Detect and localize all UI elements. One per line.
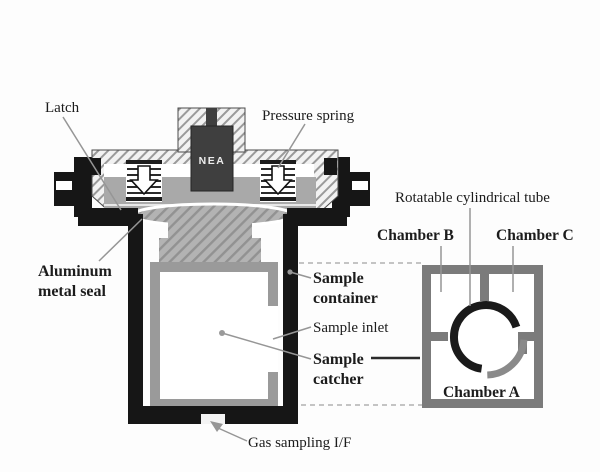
sample-inlet-leader — [272, 326, 312, 340]
catcher-section-view — [422, 265, 543, 408]
right-container-wall — [283, 214, 298, 410]
sample-catcher-label-line1: Sample — [313, 351, 364, 368]
sample-container-label-line2: container — [313, 290, 378, 307]
rotatable-tube-black-arc — [449, 301, 521, 373]
chamber-wall-right — [518, 332, 543, 341]
pressure-spring-label: Pressure spring — [262, 108, 355, 124]
chamber-c-label: Chamber C — [496, 227, 574, 244]
sample-inlet-slot — [266, 306, 278, 372]
sample-container-label-line1: Sample — [313, 270, 364, 287]
spring-bottom-bar — [260, 197, 296, 201]
right-latch-bolt-gap — [352, 181, 368, 190]
sample-catcher-label-line2: catcher — [313, 371, 364, 388]
chamber-a-label: Chamber A — [443, 384, 521, 401]
sample-catcher-leader-dot — [219, 330, 225, 336]
left-latch-bar — [74, 157, 92, 217]
gas-sampling-port — [201, 414, 225, 424]
spring-top-bar — [126, 160, 162, 164]
pressure-spring-leader — [277, 123, 306, 169]
container-body — [78, 208, 347, 424]
left-container-wall — [128, 214, 143, 410]
spring-top-bar — [260, 160, 296, 164]
left-pressure-spring — [126, 160, 162, 202]
gas-sampling-label: Gas sampling I/F — [248, 435, 351, 451]
aluminum-seal-leader — [98, 218, 143, 262]
leader-lines — [62, 116, 514, 442]
nea-label: NEA — [199, 155, 226, 167]
aluminum-seal-label-line1: Aluminum — [38, 263, 112, 280]
rotatable-tube-label: Rotatable cylindrical tube — [395, 190, 550, 206]
left-shoulder — [78, 208, 138, 226]
spring-bottom-bar — [126, 197, 162, 201]
sample-catcher-interior — [160, 272, 268, 399]
right-latch-hook — [324, 158, 337, 175]
spring-force-arrow — [129, 165, 159, 196]
gas-sampling-leader — [217, 427, 248, 442]
latch-leader — [62, 116, 122, 211]
left-latch-bolt-gap — [56, 181, 72, 190]
section-dashed-links — [299, 262, 422, 406]
aluminum-seal-label-line2: metal seal — [38, 283, 107, 300]
right-pressure-spring — [260, 160, 296, 202]
sample-inlet-label: Sample inlet — [313, 320, 389, 336]
container-neck-hatched — [159, 214, 261, 265]
sample-container-leader-dot — [287, 269, 293, 275]
chamber-divider-vertical — [480, 265, 489, 301]
sample-catcher-leader — [221, 332, 312, 360]
sample-container-leader — [289, 271, 312, 279]
chamber-b-label: Chamber B — [377, 227, 454, 244]
chamber-wall-left — [422, 332, 448, 341]
gas-sampling-arrowhead — [210, 421, 223, 432]
right-shoulder — [287, 208, 347, 226]
rotatable-tube-gray-arc — [487, 339, 528, 379]
latch-label: Latch — [45, 100, 80, 116]
spring-force-arrow — [263, 165, 293, 196]
nea-stem — [206, 108, 217, 138]
nea-block — [190, 125, 234, 192]
